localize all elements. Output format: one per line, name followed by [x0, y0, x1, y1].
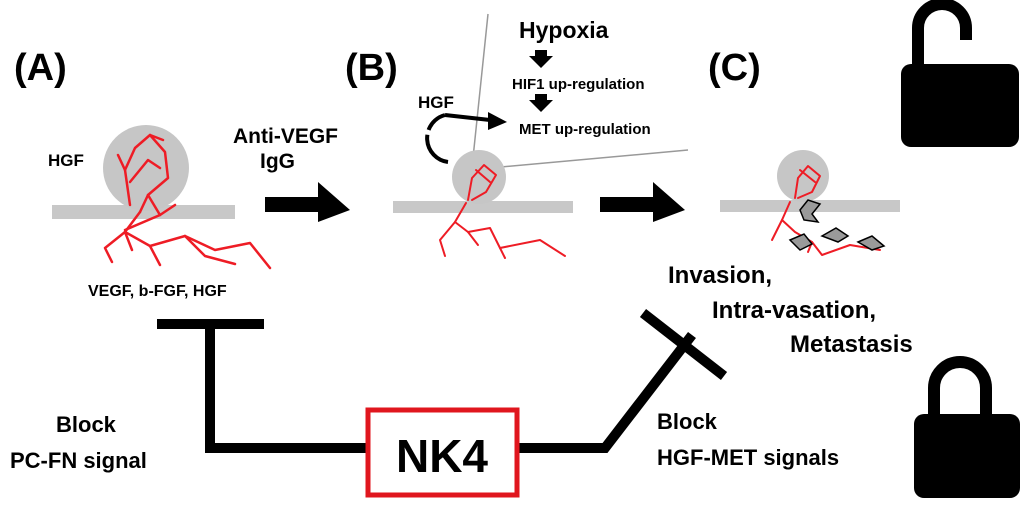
block-left-line2: PC-FN signal: [10, 448, 147, 473]
block-right-line1: Block: [657, 409, 718, 434]
nk4-box: NK4: [365, 407, 520, 498]
panel-a: (A) HGF VEGF, b-FGF, HGF: [14, 47, 272, 300]
arrow-a-to-b-shape: [265, 182, 350, 222]
hypoxia-label: Hypoxia: [519, 17, 609, 43]
panel-a-membrane: [52, 205, 235, 219]
open-lock-body: [901, 64, 1019, 147]
anti-vegf-label-line2: IgG: [260, 150, 295, 173]
invasion-label: Invasion,: [668, 262, 772, 289]
invading-cell: [856, 235, 886, 251]
autocrine-loop-arc: [425, 113, 449, 164]
panel-c-label: (C): [708, 47, 761, 89]
intravasation-label: Intra-vasation,: [712, 297, 876, 324]
panel-a-hgf-label: HGF: [48, 151, 84, 170]
panel-b-tumor-sphere: [452, 150, 506, 204]
hif1-down-arrow: [529, 94, 553, 112]
right-inhibition-line: [515, 331, 696, 453]
closed-lock: LOCK: [914, 356, 1020, 498]
panel-c: (C) Invasion, Intra-vasation, Metastasis: [668, 47, 913, 358]
nk4-label: NK4: [396, 430, 488, 482]
zoom-line-upper: [472, 13, 489, 159]
block-left-line1: Block: [56, 412, 117, 437]
panel-c-tumor-sphere: [777, 150, 829, 202]
hypoxia-down-arrow: [529, 50, 553, 68]
block-right-line2: HGF-MET signals: [657, 445, 839, 470]
nk4-box-border: [365, 407, 520, 498]
invading-cells: [788, 199, 886, 251]
panel-b-label: (B): [345, 47, 398, 89]
panel-b-vessels: [439, 164, 566, 259]
panel-a-tumor-sphere: [103, 125, 189, 211]
open-lock-shackle: [912, 0, 972, 64]
invading-cell: [820, 227, 850, 243]
invading-cell: [799, 199, 822, 223]
closed-lock-body: [914, 414, 1020, 498]
panel-b-hgf-label: HGF: [418, 93, 454, 112]
left-inhibition-line: [205, 324, 370, 453]
arrow-b-to-c-shape: [600, 182, 685, 222]
met-label: MET up-regulation: [519, 121, 651, 138]
panel-b-membrane: [393, 201, 573, 213]
zoom-line-lower: [489, 149, 689, 169]
open-lock-label: Open: [924, 95, 996, 126]
arrow-a-to-b: Anti-VEGF IgG: [233, 125, 350, 222]
autocrine-loop-arrow-line: [444, 113, 491, 122]
closed-lock-shackle: [928, 356, 992, 416]
panel-a-label: (A): [14, 47, 67, 89]
hif1-label: HIF1 up-regulation: [512, 76, 645, 93]
open-lock: Open: [901, 0, 1019, 147]
panel-a-vessels: [103, 133, 272, 270]
panel-b: (B) HGF Hypoxia HIF1 up-regulation MET u…: [345, 13, 689, 259]
metastasis-label: Metastasis: [790, 331, 913, 358]
closed-lock-label: LOCK: [927, 447, 1006, 478]
anti-vegf-label-line1: Anti-VEGF: [233, 125, 338, 148]
right-inhibition-bar: [639, 309, 728, 380]
panel-a-factors-label: VEGF, b-FGF, HGF: [88, 283, 227, 300]
autocrine-loop-arrowhead: [488, 112, 507, 130]
inhibition-lines: [157, 309, 728, 453]
invading-cell: [788, 233, 814, 251]
